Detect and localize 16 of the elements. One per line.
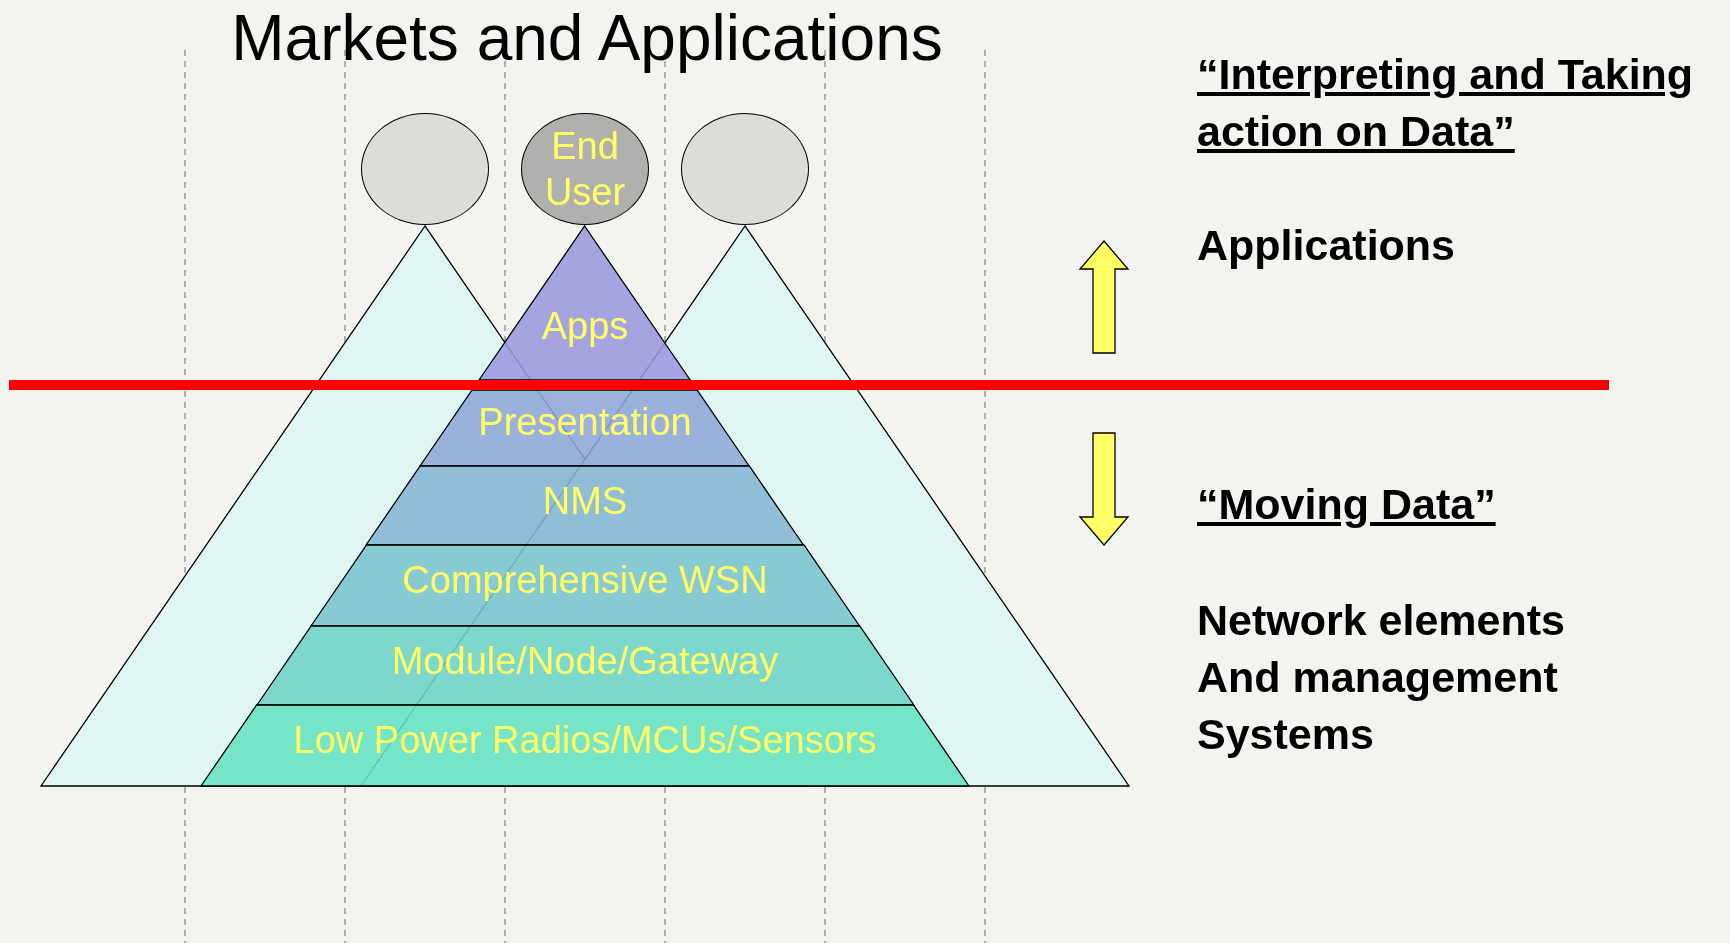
heading: “Interpreting and Taking action on Data” (1197, 49, 1695, 157)
side-label: Network elements And management Systems (1197, 595, 1567, 760)
pyramid-layer (201, 705, 969, 786)
side-label: Applications (1197, 220, 1456, 271)
pyramid-layer (366, 466, 804, 545)
layer-label: Module/Node/Gateway (391, 641, 779, 683)
pyramid-layer (420, 390, 750, 466)
layer-label: Comprehensive WSN (402, 560, 768, 602)
layer-label: Low Power Radios/MCUs/Sensors (293, 720, 877, 762)
heading: “Moving Data” (1197, 479, 1496, 530)
node-label: End User (543, 124, 627, 215)
title: Markets and Applications (230, 4, 944, 72)
layer-label: Presentation (478, 402, 692, 444)
layer-label: NMS (542, 481, 628, 523)
layer-label: Apps (541, 306, 629, 348)
pyramid-layer (479, 226, 691, 380)
